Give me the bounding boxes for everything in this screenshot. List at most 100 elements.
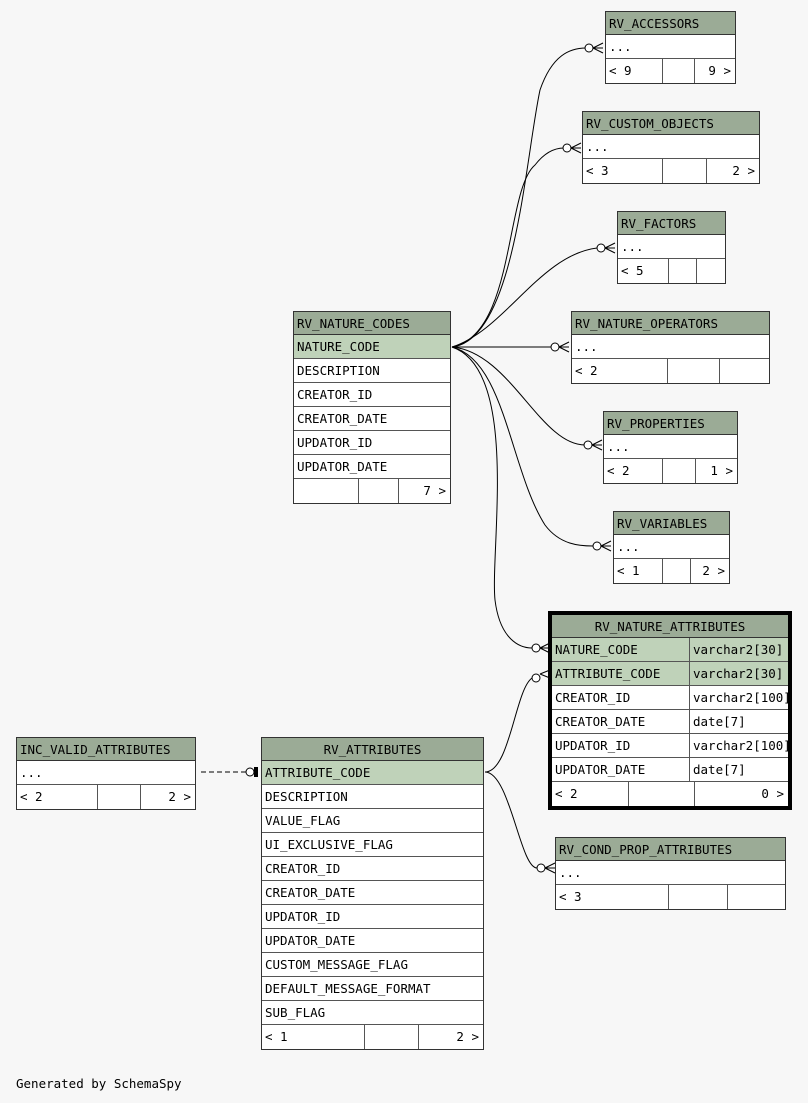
column-updator-date[interactable]: UPDATOR_DATE bbox=[265, 933, 356, 948]
row-count bbox=[662, 159, 706, 183]
row-count bbox=[668, 885, 727, 909]
column-nature-code[interactable]: NATURE_CODE bbox=[555, 642, 638, 657]
parent-count: < 9 bbox=[609, 63, 632, 78]
relationship-cond-prop-attributes bbox=[484, 771, 538, 869]
table-ellipsis: ... bbox=[559, 865, 582, 880]
column-attribute-code[interactable]: ATTRIBUTE_CODE bbox=[555, 666, 661, 681]
child-count bbox=[727, 885, 785, 909]
row-count bbox=[364, 1025, 418, 1049]
column-description[interactable]: DESCRIPTION bbox=[265, 789, 348, 804]
table-rv-attributes[interactable]: RV_ATTRIBUTES ATTRIBUTE_CODE DESCRIPTION… bbox=[261, 737, 484, 1050]
child-count bbox=[719, 359, 769, 383]
table-inc-valid-attributes[interactable]: INC_VALID_ATTRIBUTES ... < 2 2 > bbox=[16, 737, 196, 810]
parent-count: < 5 bbox=[621, 263, 644, 278]
child-count: 7 > bbox=[398, 479, 450, 503]
table-title[interactable]: RV_COND_PROP_ATTRIBUTES bbox=[556, 838, 785, 861]
column-creator-id[interactable]: CREATOR_ID bbox=[297, 387, 373, 402]
column-updator-date[interactable]: UPDATOR_DATE bbox=[555, 762, 646, 777]
relationship-accessors bbox=[451, 47, 587, 348]
table-rv-cond-prop-attributes[interactable]: RV_COND_PROP_ATTRIBUTES ... < 3 bbox=[555, 837, 786, 910]
parent-count: < 3 bbox=[559, 889, 582, 904]
parent-count: < 2 bbox=[20, 789, 43, 804]
column-creator-date[interactable]: CREATOR_DATE bbox=[297, 411, 388, 426]
column-creator-date[interactable]: CREATOR_DATE bbox=[555, 714, 646, 729]
column-type: varchar2[100] bbox=[689, 686, 788, 709]
table-rv-factors[interactable]: RV_FACTORS ... < 5 bbox=[617, 211, 726, 284]
table-rv-nature-codes[interactable]: RV_NATURE_CODES NATURE_CODE DESCRIPTION … bbox=[293, 311, 451, 504]
table-ellipsis: ... bbox=[609, 39, 632, 54]
column-creator-date[interactable]: CREATOR_DATE bbox=[265, 885, 356, 900]
relationship-factors bbox=[451, 247, 598, 348]
zero-or-one-icon bbox=[245, 767, 258, 777]
table-ellipsis: ... bbox=[20, 765, 43, 780]
table-rv-nature-operators[interactable]: RV_NATURE_OPERATORS ... < 2 bbox=[571, 311, 770, 384]
row-count bbox=[358, 479, 398, 503]
column-description[interactable]: DESCRIPTION bbox=[297, 363, 380, 378]
column-updator-id[interactable]: UPDATOR_ID bbox=[265, 909, 341, 924]
table-title[interactable]: RV_FACTORS bbox=[618, 212, 725, 235]
crowfoot-icon bbox=[592, 540, 612, 552]
table-rv-nature-attributes[interactable]: RV_NATURE_ATTRIBUTES NATURE_CODE varchar… bbox=[548, 611, 792, 810]
table-ellipsis: ... bbox=[607, 439, 630, 454]
parent-count: < 1 bbox=[265, 1029, 288, 1044]
crowfoot-icon bbox=[531, 642, 551, 654]
table-ellipsis: ... bbox=[586, 139, 609, 154]
table-title[interactable]: RV_NATURE_ATTRIBUTES bbox=[552, 615, 788, 638]
column-type: varchar2[30] bbox=[689, 662, 788, 685]
column-updator-id[interactable]: UPDATOR_ID bbox=[297, 435, 373, 450]
column-sub-flag[interactable]: SUB_FLAG bbox=[265, 1005, 326, 1020]
table-title[interactable]: RV_NATURE_CODES bbox=[294, 312, 450, 335]
table-title[interactable]: RV_ACCESSORS bbox=[606, 12, 735, 35]
relationship-properties bbox=[451, 346, 586, 446]
column-updator-date[interactable]: UPDATOR_DATE bbox=[297, 459, 388, 474]
parent-count: < 1 bbox=[617, 563, 640, 578]
table-ellipsis: ... bbox=[617, 539, 640, 554]
table-title[interactable]: RV_ATTRIBUTES bbox=[262, 738, 483, 761]
crowfoot-icon bbox=[550, 341, 570, 353]
column-custom-message-flag[interactable]: CUSTOM_MESSAGE_FLAG bbox=[265, 957, 408, 972]
table-rv-properties[interactable]: RV_PROPERTIES ... < 2 1 > bbox=[603, 411, 738, 484]
column-value-flag[interactable]: VALUE_FLAG bbox=[265, 813, 341, 828]
parent-count: < 3 bbox=[586, 163, 609, 178]
relationship-nature-attributes-attribute bbox=[484, 677, 533, 773]
child-count: 2 > bbox=[706, 159, 759, 183]
column-default-message-format[interactable]: DEFAULT_MESSAGE_FORMAT bbox=[265, 981, 431, 996]
parent-count bbox=[294, 479, 358, 503]
table-title[interactable]: RV_PROPERTIES bbox=[604, 412, 737, 435]
table-title[interactable]: RV_NATURE_OPERATORS bbox=[572, 312, 769, 335]
child-count: 2 > bbox=[418, 1025, 483, 1049]
relationship-custom-objects bbox=[451, 147, 565, 348]
table-title[interactable]: RV_CUSTOM_OBJECTS bbox=[583, 112, 759, 135]
table-title[interactable]: INC_VALID_ATTRIBUTES bbox=[17, 738, 195, 761]
crowfoot-icon bbox=[562, 142, 582, 154]
child-count bbox=[696, 259, 725, 283]
column-ui-exclusive-flag[interactable]: UI_EXCLUSIVE_FLAG bbox=[265, 837, 393, 852]
table-rv-custom-objects[interactable]: RV_CUSTOM_OBJECTS ... < 3 2 > bbox=[582, 111, 760, 184]
crowfoot-icon bbox=[536, 862, 556, 874]
table-rv-accessors[interactable]: RV_ACCESSORS ... < 9 9 > bbox=[605, 11, 736, 84]
column-creator-id[interactable]: CREATOR_ID bbox=[265, 861, 341, 876]
column-updator-id[interactable]: UPDATOR_ID bbox=[555, 738, 631, 753]
generated-by-credit: Generated by SchemaSpy bbox=[16, 1076, 182, 1091]
column-type: date[7] bbox=[689, 710, 788, 733]
parent-count: < 2 bbox=[555, 786, 578, 801]
row-count bbox=[97, 785, 140, 809]
table-ellipsis: ... bbox=[575, 339, 598, 354]
crowfoot-icon bbox=[583, 439, 603, 451]
column-nature-code[interactable]: NATURE_CODE bbox=[297, 339, 380, 354]
crowfoot-icon bbox=[584, 42, 604, 54]
column-attribute-code[interactable]: ATTRIBUTE_CODE bbox=[265, 765, 371, 780]
crowfoot-icon bbox=[531, 669, 551, 683]
row-count bbox=[628, 782, 694, 806]
parent-count: < 2 bbox=[575, 363, 598, 378]
row-count bbox=[662, 559, 690, 583]
row-count bbox=[662, 59, 694, 83]
child-count: 2 > bbox=[140, 785, 195, 809]
parent-count: < 2 bbox=[607, 463, 630, 478]
table-rv-variables[interactable]: RV_VARIABLES ... < 1 2 > bbox=[613, 511, 730, 584]
table-title[interactable]: RV_VARIABLES bbox=[614, 512, 729, 535]
relationship-variables bbox=[451, 346, 594, 547]
column-creator-id[interactable]: CREATOR_ID bbox=[555, 690, 631, 705]
column-type: varchar2[100] bbox=[689, 734, 788, 757]
